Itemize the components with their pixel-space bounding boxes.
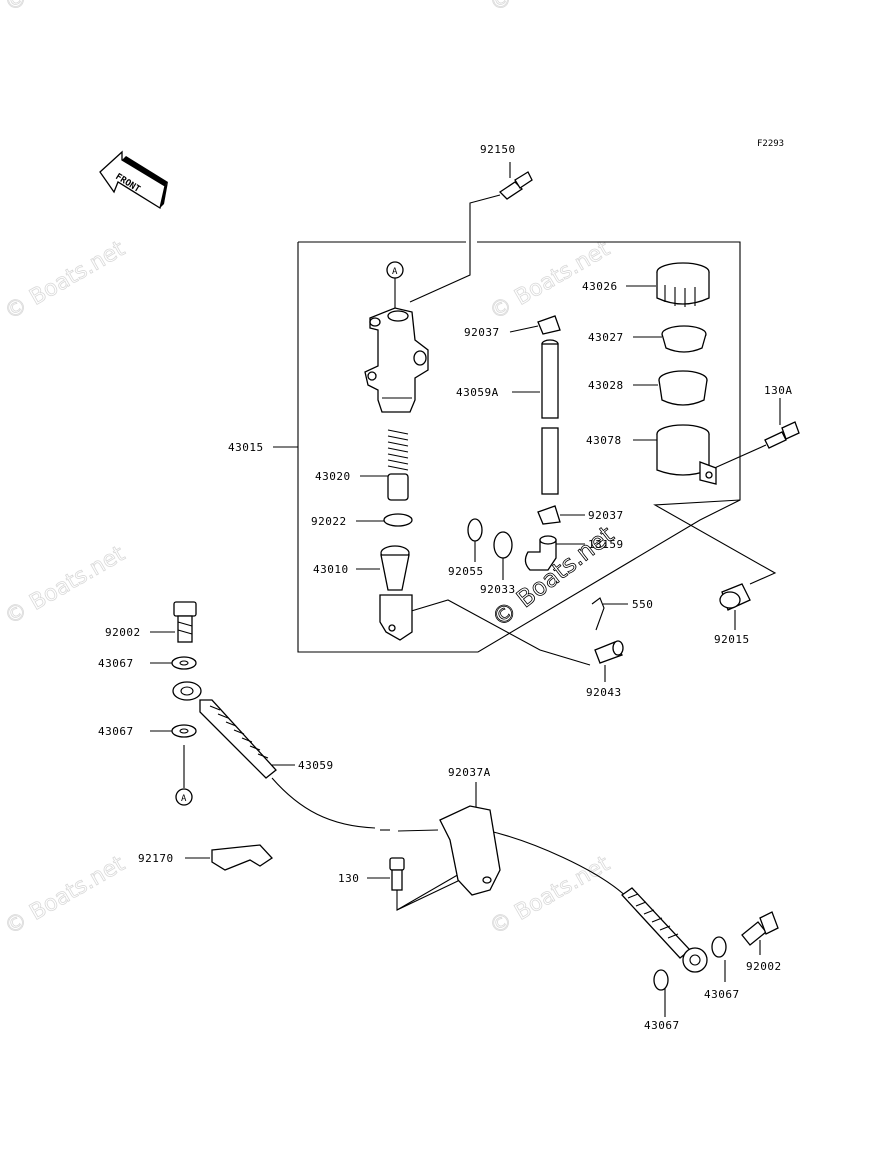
hose-line [271,777,376,829]
bolt-92002-right [741,911,779,946]
label-43059: 43059 [298,759,334,772]
label-92150: 92150 [480,143,516,156]
label-130A: 130A [764,384,793,397]
pin-92043 [594,640,624,664]
clamp-92037-top [537,315,561,335]
label-92037-top: 92037 [464,326,500,339]
label-43020: 43020 [315,470,351,483]
washer-43067-a [171,656,197,670]
o-ring-92055 [467,518,483,542]
label-43078: 43078 [586,434,622,447]
reservoir-43078 [656,424,717,485]
circlip-92033 [493,531,513,559]
bolt-92002-left [173,601,197,643]
master-cylinder-body [364,307,429,413]
watermark: © Boats.net [1,236,130,325]
label-43059A: 43059A [456,386,499,399]
label-13159: 13159 [588,538,624,551]
label-92022: 92022 [311,515,347,528]
assembly-outline [297,241,741,653]
label-92037-bottom: 92037 [588,509,624,522]
figure-code: F2293 [757,139,784,149]
label-92002-left: 92002 [105,626,141,639]
diaphragm-plate-43027 [661,325,707,353]
label-550: 550 [632,598,653,611]
bolt-130 [389,857,405,891]
label-43015: 43015 [228,441,264,454]
label-92037A: 92037A [448,766,491,779]
label-43067-d: 43067 [644,1019,680,1032]
ref-marker-a-bottom: A [175,788,193,806]
bolt-92150 [498,171,533,200]
watermark: © Boats.net [1,851,130,940]
ref-marker-a-top: A [386,261,404,308]
label-92002-right: 92002 [746,960,782,973]
label-92033: 92033 [480,583,516,596]
watermark: © Boats.net [1,541,130,630]
hose-end-right [621,887,708,973]
clamp-92170 [211,844,273,871]
label-43027: 43027 [588,331,624,344]
label-92043: 92043 [586,686,622,699]
watermark: © Boats.net [486,851,615,940]
front-arrow-icon: FRONT [99,150,168,210]
label-92055: 92055 [448,565,484,578]
clamp-92037-bottom [537,505,561,525]
ref-marker-text: A [181,794,187,804]
collar-92015 [719,583,751,611]
washer-43067-c [711,936,727,958]
label-43010: 43010 [313,563,349,576]
ref-marker-text: A [392,267,398,277]
watermarks: © Boats.net © Boats.net © Boats.net © Bo… [0,0,619,941]
cap-43026 [656,262,710,307]
washer-43067-d [653,969,669,991]
label-43067-b: 43067 [98,725,134,738]
label-92015: 92015 [714,633,750,646]
bracket-92037A [439,805,501,896]
bolt-130A [764,421,800,449]
label-43067-c: 43067 [704,988,740,1001]
label-43026: 43026 [582,280,618,293]
spring-43020 [387,429,409,501]
watermark: © Boats.net [486,0,615,17]
cotter-pin-550 [591,597,605,631]
label-43028: 43028 [588,379,624,392]
label-130: 130 [338,872,359,885]
hose-end-43059 [172,681,277,779]
leader-lines [150,162,781,1017]
hose-43059A [541,339,559,495]
watermark: © Boats.net [1,0,130,17]
label-92170: 92170 [138,852,174,865]
label-43067-a: 43067 [98,657,134,670]
pushrod-43010 [379,545,413,641]
elbow-13159 [524,535,557,571]
washer-43067-b [171,724,197,738]
part-labels: 92150 43026 92037 43027 43059A 43028 130… [98,143,793,1032]
diaphragm-43028 [658,370,708,406]
snap-ring-92022 [383,513,413,527]
